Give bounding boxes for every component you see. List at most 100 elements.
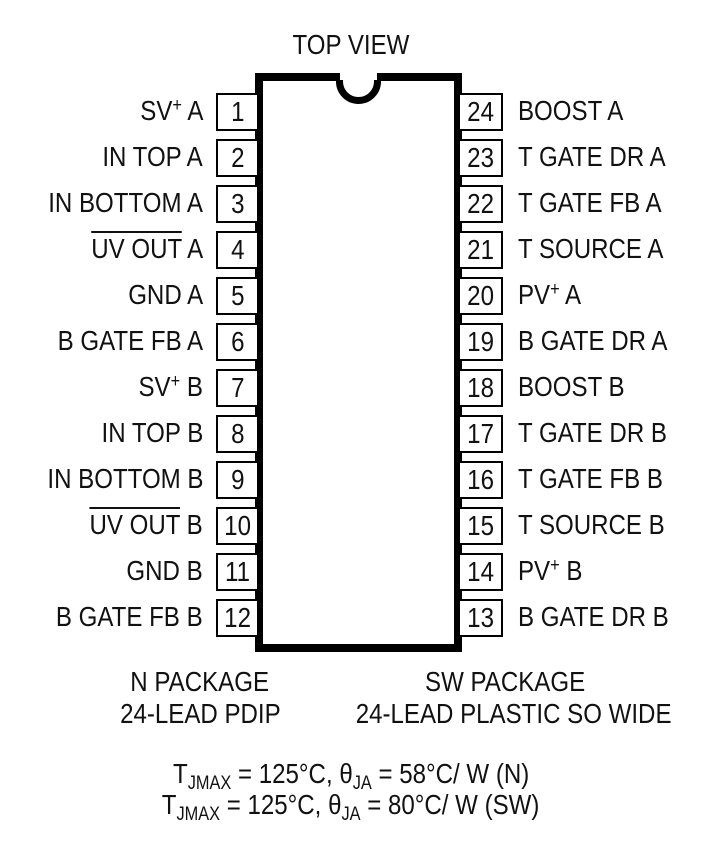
pin-number-box: 13 — [460, 599, 503, 637]
pin-number-box: 9 — [216, 461, 257, 499]
pin-label: PV+ B — [518, 552, 593, 590]
pin-name: T GATE DR A — [518, 141, 666, 172]
pin-number-box: 19 — [460, 323, 503, 361]
pin-label: B GATE DR A — [518, 322, 692, 360]
pin-label-text: T GATE FB A — [518, 184, 662, 222]
pin-number-box: 21 — [460, 231, 503, 269]
pin-label: PV+ A — [518, 276, 591, 314]
pin-number-box: 23 — [460, 139, 503, 177]
pin-number-box: 12 — [216, 599, 257, 637]
pin-label-text: GND B — [127, 552, 203, 590]
pin-label-text: BOOST A — [518, 92, 623, 130]
pin-label-text: T GATE DR A — [518, 138, 666, 176]
thermal-spec-n: TJMAX = 125°C, θJA = 58°C/ W (N) — [0, 758, 702, 793]
pin-label: B GATE DR B — [518, 598, 693, 636]
pin-label: IN BOTTOM A — [23, 184, 203, 222]
pin-name: IN BOTTOM A — [48, 187, 203, 218]
pin-name: SV — [138, 371, 171, 402]
pin-label-text: T SOURCE A — [518, 230, 663, 268]
pin-label: SV+ B — [128, 368, 203, 406]
pin-label: B GATE FB B — [32, 598, 203, 636]
theta-subscript: JA — [341, 804, 361, 825]
pin-number: 16 — [467, 464, 494, 495]
pin-name: PV — [518, 279, 551, 310]
pin-number: 1 — [230, 96, 245, 127]
pin-label: IN TOP A — [86, 138, 203, 176]
package-sw-line1: SW PACKAGE — [424, 666, 586, 697]
pin-name: IN TOP A — [102, 141, 203, 172]
pin-suffix: B — [559, 555, 583, 586]
pin-label-text: BOOST B — [518, 368, 625, 406]
pin-name: BOOST A — [518, 95, 624, 126]
pin-label: IN TOP B — [85, 414, 203, 452]
pin-number: 20 — [467, 280, 494, 311]
pin-number-box: 8 — [216, 415, 257, 453]
pin-name: B GATE FB B — [56, 601, 203, 632]
pin-number: 18 — [467, 372, 494, 403]
theta-value: = 58°C/ W (N) — [371, 758, 530, 789]
pin-number-box: 10 — [216, 507, 257, 545]
pin-label-text: PV+ B — [518, 552, 582, 590]
package-n-line1: N PACKAGE — [130, 666, 270, 697]
pin-number: 3 — [230, 188, 245, 219]
package-sw-label: SW PACKAGE 24-LEAD PLASTIC SO WIDE — [330, 666, 680, 730]
pin-label-text: B GATE DR A — [518, 322, 667, 360]
pin-number: 10 — [224, 510, 251, 541]
pin-name: B GATE DR B — [518, 601, 669, 632]
tj-subscript: JMAX — [176, 804, 221, 825]
pin-label: SV+ A — [130, 92, 203, 130]
pin-label-text: IN TOP A — [103, 138, 203, 176]
top-view-title: TOP VIEW — [0, 29, 702, 61]
tj-value: = 125°C, θ — [220, 789, 342, 820]
superscript-plus: + — [172, 95, 182, 116]
pin-number: 9 — [230, 464, 245, 495]
pin-label-text: UV OUT B — [90, 506, 203, 544]
pin-number-box: 5 — [216, 277, 257, 315]
pin-number: 22 — [467, 188, 494, 219]
pin-number-box: 15 — [460, 507, 503, 545]
pin-number-box: 17 — [460, 415, 503, 453]
tj-symbol: T — [172, 758, 188, 789]
pin-label: T GATE FB A — [518, 184, 685, 222]
pin-number-box: 2 — [216, 139, 257, 177]
pin-name: IN BOTTOM B — [46, 463, 203, 494]
theta-value: = 80°C/ W (SW) — [360, 789, 540, 820]
pin-name: GND B — [126, 555, 203, 586]
pin-name: IN TOP B — [101, 417, 203, 448]
thermal-spec-sw: TJMAX = 125°C, θJA = 80°C/ W (SW) — [0, 789, 702, 824]
pin-name: SV — [139, 95, 173, 126]
pin-number-box: 14 — [460, 553, 503, 591]
pin-label-text: T GATE FB B — [518, 460, 663, 498]
pin-number: 4 — [230, 234, 245, 265]
pin-number-box: 6 — [216, 323, 257, 361]
pin-label: T GATE DR B — [518, 414, 691, 452]
pin-label-text: T SOURCE B — [518, 506, 665, 544]
ic-package-body — [255, 73, 462, 652]
pin-name: B GATE DR A — [518, 325, 668, 356]
pin-number: 2 — [230, 142, 245, 173]
pin-name: BOOST B — [518, 371, 625, 402]
pin-number-box: 4 — [216, 231, 257, 269]
pin-suffix: B — [180, 509, 203, 540]
package-n-label: N PACKAGE 24-LEAD PDIP — [100, 666, 300, 730]
pin-label-text: IN BOTTOM A — [48, 184, 203, 222]
pin-number: 11 — [224, 556, 250, 587]
pin-number: 14 — [467, 556, 494, 587]
pin-label: T GATE DR A — [518, 138, 690, 176]
pin-number: 7 — [230, 372, 245, 403]
pin-label: T SOURCE B — [518, 506, 689, 544]
pin-number: 23 — [467, 142, 494, 173]
title-text: TOP VIEW — [292, 29, 410, 60]
pin-name: T GATE DR B — [518, 417, 667, 448]
pin-number-box: 24 — [460, 93, 503, 131]
pin-number: 8 — [230, 418, 245, 449]
pin-label-text: UV OUT A — [91, 230, 203, 268]
pin-suffix: A — [181, 233, 203, 264]
tj-symbol: T — [162, 789, 177, 820]
pin-label: GND A — [116, 276, 203, 314]
pin-label-text: SV+ B — [139, 368, 203, 406]
pin-number: 21 — [467, 234, 494, 265]
pin-number-box: 3 — [216, 185, 257, 223]
tj-value: = 125°C, θ — [231, 758, 353, 789]
pin-label-text: T GATE DR B — [518, 414, 667, 452]
